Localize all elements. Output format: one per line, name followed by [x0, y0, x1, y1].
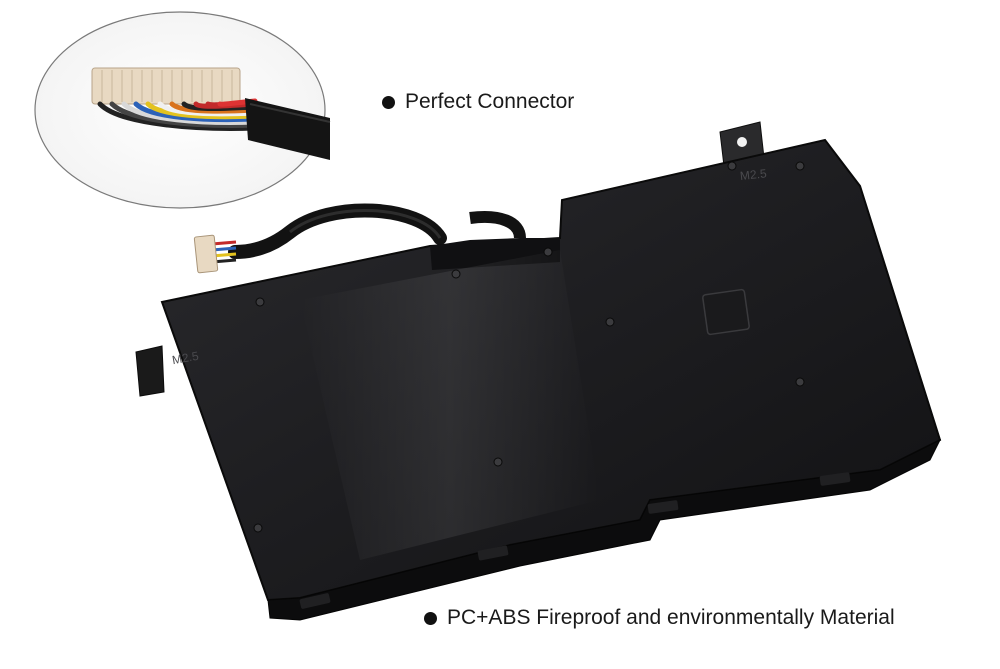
caption-text: Perfect Connector — [405, 90, 575, 113]
caption-text: PC+ABS Fireproof and environmentally Mat… — [447, 606, 895, 629]
bullet-icon — [382, 95, 395, 109]
battery-pack — [135, 121, 942, 621]
bullet-icon — [424, 611, 437, 625]
marking-top-right: M2.5 — [739, 166, 767, 183]
connector-zoom-inset — [34, 11, 331, 209]
feature-caption-connector: Perfect Connector — [382, 90, 574, 114]
marking-left: M2.5 — [171, 349, 200, 367]
battery-cable — [193, 203, 526, 274]
feature-caption-material: PC+ABS Fireproof and environmentally Mat… — [424, 606, 895, 630]
